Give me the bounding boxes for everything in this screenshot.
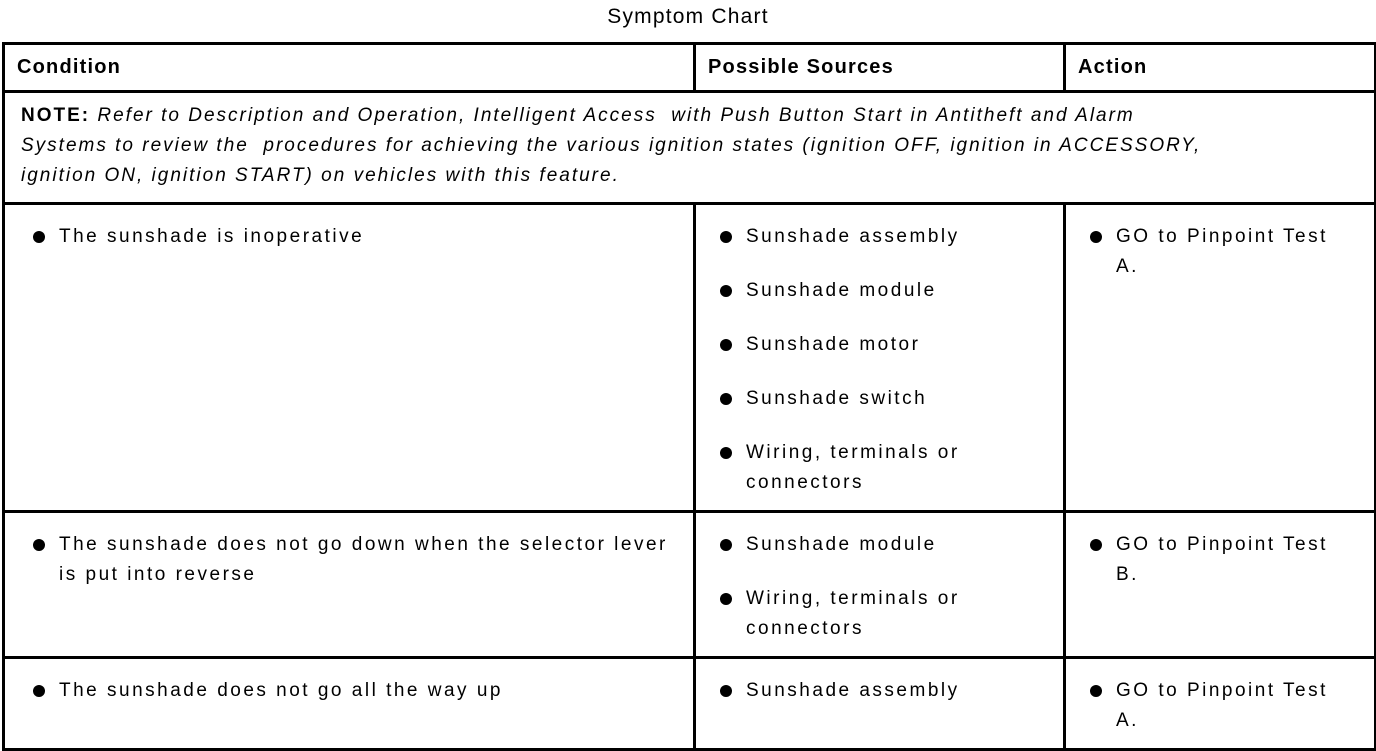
- action-cell: GO to Pinpoint Test A.: [1063, 656, 1376, 751]
- item-text: The sunshade does not go all the way up: [59, 680, 503, 701]
- header-row: Condition Possible Sources Action: [2, 42, 1376, 93]
- item-text: Sunshade motor: [746, 334, 921, 355]
- item-text: GO to Pinpoint Test A.: [1116, 226, 1328, 277]
- bullet-icon: [33, 685, 45, 697]
- bullet-icon: [1090, 231, 1102, 243]
- item-text: Wiring, terminals or connectors: [746, 588, 960, 639]
- bullet-item: Sunshade assembly: [720, 676, 1043, 706]
- note-line-1: NOTE: Refer to Description and Operation…: [21, 101, 1360, 131]
- bullet-icon: [33, 539, 45, 551]
- column-header-sources: Possible Sources: [693, 42, 1066, 93]
- document-page: Symptom Chart Condition Possible Sources…: [2, 5, 1376, 751]
- bullet-item: GO to Pinpoint Test A.: [1090, 222, 1356, 282]
- bullet-icon: [720, 393, 732, 405]
- action-cell: GO to Pinpoint Test B.: [1063, 510, 1376, 659]
- column-header-condition: Condition: [2, 42, 696, 93]
- bullet-icon: [720, 447, 732, 459]
- item-text: Wiring, terminals or connectors: [746, 442, 960, 493]
- bullet-icon: [720, 685, 732, 697]
- action-cell: GO to Pinpoint Test A.: [1063, 202, 1376, 513]
- note-text: Refer to Description and Operation, Inte…: [90, 105, 1135, 126]
- note-line-2: Systems to review the procedures for ach…: [21, 135, 1202, 156]
- item-text: Sunshade switch: [746, 388, 928, 409]
- bullet-item: The sunshade does not go down when the s…: [33, 530, 668, 590]
- item-text: GO to Pinpoint Test A.: [1116, 680, 1328, 731]
- bullet-item: Sunshade motor: [720, 330, 1043, 360]
- item-text: Sunshade module: [746, 534, 937, 555]
- item-text: Sunshade module: [746, 280, 937, 301]
- bullet-icon: [33, 231, 45, 243]
- note-line-3: ignition ON, ignition START) on vehicles…: [21, 165, 620, 186]
- item-text: The sunshade is inoperative: [59, 226, 365, 247]
- item-text: Sunshade assembly: [746, 226, 960, 247]
- table-row: The sunshade does not go down when the s…: [2, 510, 1376, 659]
- bullet-item: GO to Pinpoint Test A.: [1090, 676, 1356, 736]
- bullet-icon: [720, 593, 732, 605]
- bullet-item: Wiring, terminals or connectors: [720, 438, 1043, 498]
- note-cell: NOTE: Refer to Description and Operation…: [2, 90, 1376, 205]
- bullet-item: Sunshade assembly: [720, 222, 1043, 252]
- bullet-icon: [720, 339, 732, 351]
- table-row: The sunshade is inoperative Sunshade asse…: [2, 202, 1376, 513]
- condition-cell: The sunshade is inoperative: [2, 202, 696, 513]
- bullet-item: The sunshade does not go all the way up: [33, 676, 668, 706]
- bullet-item: Sunshade module: [720, 276, 1043, 306]
- bullet-icon: [1090, 685, 1102, 697]
- page-title: Symptom Chart: [607, 5, 769, 28]
- bullet-item: The sunshade is inoperative: [33, 222, 668, 252]
- column-header-action: Action: [1063, 42, 1376, 93]
- condition-cell: The sunshade does not go down when the s…: [2, 510, 696, 659]
- bullet-icon: [1090, 539, 1102, 551]
- item-text: Sunshade assembly: [746, 680, 960, 701]
- bullet-item: Sunshade module: [720, 530, 1043, 560]
- note-row: NOTE: Refer to Description and Operation…: [2, 90, 1376, 205]
- bullet-item: Sunshade switch: [720, 384, 1043, 414]
- item-text: The sunshade does not go down when the s…: [59, 534, 668, 585]
- bullet-icon: [720, 231, 732, 243]
- bullet-icon: [720, 285, 732, 297]
- table-row: The sunshade does not go all the way up S…: [2, 656, 1376, 751]
- bullet-item: Wiring, terminals or connectors: [720, 584, 1043, 644]
- symptom-chart-table: Condition Possible Sources Action NOTE: …: [2, 42, 1376, 751]
- bullet-icon: [720, 539, 732, 551]
- sources-cell: Sunshade assembly: [693, 656, 1066, 751]
- item-text: GO to Pinpoint Test B.: [1116, 534, 1328, 585]
- note-label: NOTE:: [21, 105, 91, 126]
- condition-cell: The sunshade does not go all the way up: [2, 656, 696, 751]
- bullet-item: GO to Pinpoint Test B.: [1090, 530, 1356, 590]
